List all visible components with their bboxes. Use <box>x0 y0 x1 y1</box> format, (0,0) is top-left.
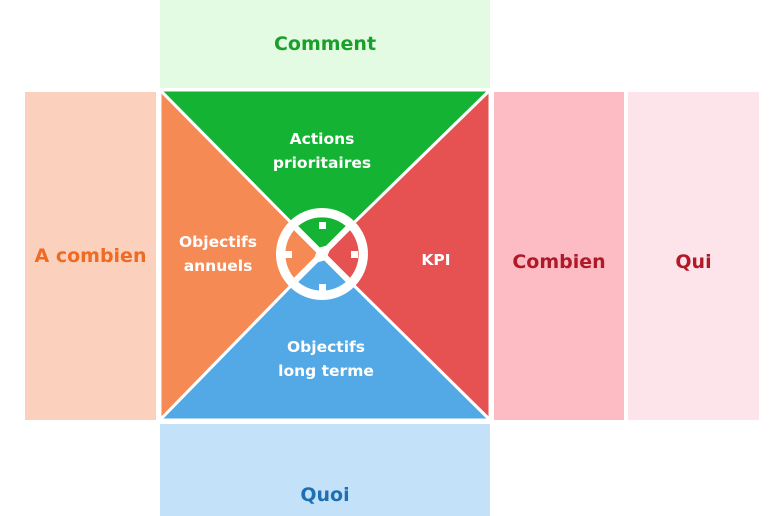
quadrant-bottom-label-line1: Objectifs <box>287 338 365 356</box>
panel-qui-label: Qui <box>675 251 712 273</box>
panel-quoi: Quoi <box>160 424 490 516</box>
panel-a-combien-label: A combien <box>34 245 147 267</box>
quadrant-bottom-label-line2: long terme <box>278 362 374 380</box>
quadrant-left-label-line1: Objectifs <box>179 233 257 251</box>
panel-comment: Comment <box>160 0 490 88</box>
panel-a-combien: A combien <box>25 92 156 420</box>
quadrant-right-label: KPI <box>421 251 450 269</box>
panel-combien: Combien <box>494 92 624 420</box>
panel-comment-label: Comment <box>273 33 377 55</box>
panel-qui: Qui <box>628 92 759 420</box>
matrix-border <box>158 88 492 422</box>
quadrant-top-label-line1: Actions <box>290 130 355 148</box>
panel-combien-label: Combien <box>512 251 606 273</box>
quadrant-left-label-line2: annuels <box>184 257 253 275</box>
panel-quoi-label: Quoi <box>300 484 350 506</box>
quadrant-top-label-line2: prioritaires <box>273 154 371 172</box>
center-compass-icon <box>276 208 368 300</box>
